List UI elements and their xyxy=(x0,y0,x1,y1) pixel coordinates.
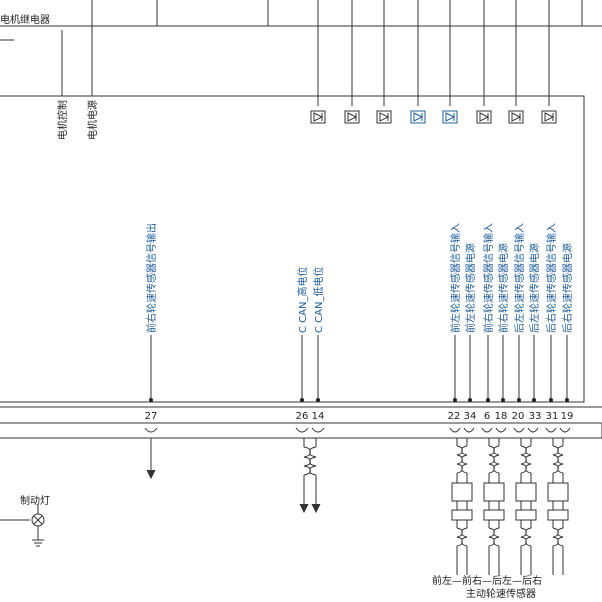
diode-icon xyxy=(442,110,458,124)
fr-speed-output-label: 前右轮速传感器信号输出 xyxy=(145,223,158,333)
sensor-positions-label: 前左—前右—后左—后右 xyxy=(432,574,542,587)
internal-signal-lines xyxy=(150,335,568,402)
diode-icon xyxy=(508,110,524,124)
diode-icon xyxy=(310,110,326,124)
pin-number: 33 xyxy=(529,411,542,422)
rr-signal-in-label: 后右轮速传感器信号输入 xyxy=(545,223,558,333)
pin-number: 14 xyxy=(312,411,325,422)
rl-supply-label: 后左轮速传感器电源 xyxy=(528,243,541,333)
pin-dots xyxy=(149,398,569,402)
sensor-pair-fr xyxy=(481,427,507,575)
sensor-pair-rl xyxy=(513,427,539,575)
pin-number: 22 xyxy=(448,411,461,422)
fl-supply-label: 前左轮速传感器电源 xyxy=(464,243,477,333)
pin-number: 26 xyxy=(296,411,309,422)
diode-icon xyxy=(541,110,557,124)
pin-number: 19 xyxy=(561,411,574,422)
pin-number: 18 xyxy=(495,411,508,422)
diode-icon xyxy=(344,110,360,124)
diode-icon xyxy=(376,110,392,124)
fr-supply-label: 前右轮速传感器电源 xyxy=(497,243,510,333)
pin-number: 31 xyxy=(546,411,559,422)
brake-light-label: 制动灯 xyxy=(20,494,50,507)
connector-strip xyxy=(0,406,602,439)
motor-control-label: 电机控制 xyxy=(56,100,69,140)
pin-number: 27 xyxy=(145,411,158,422)
rr-supply-label: 后右轮速传感器电源 xyxy=(561,243,574,333)
sensor-pair-fl xyxy=(449,427,475,575)
pin27-wire xyxy=(144,427,158,480)
rl-signal-in-label: 后左轮速传感器信号输入 xyxy=(513,223,526,333)
diode-row xyxy=(310,110,557,124)
can-twisted-pair xyxy=(295,427,325,514)
sensor-title-label: 主动轮速传感器 xyxy=(466,587,536,600)
motor-power-label: 电机电源 xyxy=(86,100,99,140)
diode-icon xyxy=(410,110,426,124)
ecu-box xyxy=(0,95,585,403)
pin-number: 34 xyxy=(464,411,477,422)
pin-number: 6 xyxy=(484,411,490,422)
sensor-pair-rr xyxy=(545,427,571,575)
brake-light-wiring xyxy=(0,505,45,547)
can-high-label: C CAN_高电位 xyxy=(296,267,309,333)
can-low-label: C CAN_低电位 xyxy=(312,267,325,333)
diode-icon xyxy=(476,110,492,124)
motor-relay-label: 电机继电器 xyxy=(0,13,50,26)
fl-signal-in-label: 前左轮速传感器信号输入 xyxy=(449,223,462,333)
top-wires xyxy=(0,0,602,106)
fr-signal-in-label: 前右轮速传感器信号输入 xyxy=(482,223,495,333)
pin-number: 20 xyxy=(512,411,525,422)
